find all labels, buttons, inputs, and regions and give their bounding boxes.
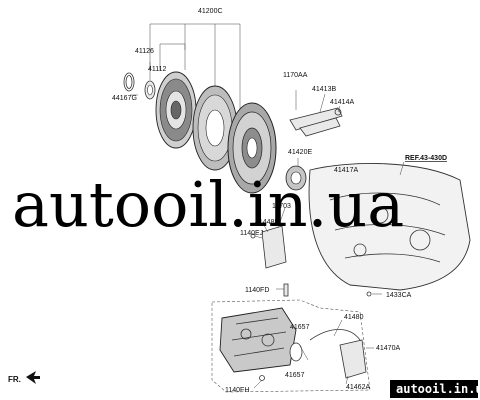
label-fitting: 41462A [346, 384, 370, 391]
bushing-part [144, 80, 156, 100]
front-arrow-icon [26, 371, 40, 384]
label-bolt-fd: 1140FD [245, 287, 269, 294]
label-bolt-top: 1170AA [283, 72, 308, 79]
part-labels: 41200C 41126 41112 44167G 1170AA 41413B … [112, 8, 447, 394]
front-indicator-label: FR. [8, 375, 21, 384]
label-bolt-fh: 1140FH [225, 387, 249, 394]
bolt-ca-part [366, 291, 382, 297]
actuator-outline [211, 299, 371, 393]
watermark-main-text: autooil.in.ua [12, 168, 404, 241]
watermark-overlay: autooil.in.ua [12, 168, 404, 241]
front-indicator: FR. [8, 371, 40, 384]
label-bolt-ca: 1433CA [386, 292, 412, 299]
label-disc-assy: 41126 [135, 48, 154, 55]
label-bracket: 41448B [255, 219, 279, 226]
label-bolt-bracket: 1140EJ [240, 230, 263, 237]
watermark-badge-text: autooil.in.ua [396, 382, 480, 396]
actuator-pipe-part [309, 319, 374, 385]
label-snap-ring: 44167G [112, 95, 137, 102]
watermark-badge: autooil.in.ua [390, 380, 480, 398]
label-ref-transaxle: REF.43-430D [405, 155, 447, 162]
actuator-body-part [219, 307, 309, 373]
clutch-cover-part [227, 102, 277, 194]
label-clutch-kit: 41200C [198, 8, 223, 15]
label-fork: 41413B [312, 86, 336, 93]
bolt-fd-part [276, 283, 289, 297]
bolt-fh-part [253, 375, 265, 389]
label-clip: 41417A [334, 167, 358, 174]
transaxle-housing-part [308, 161, 471, 291]
bracket-part [250, 207, 287, 269]
label-actuator-pipe: 41480 [344, 314, 364, 321]
clutch-disc-part [155, 71, 197, 149]
label-actuator-assy: 41470A [376, 345, 400, 352]
release-bearing-part [285, 158, 307, 191]
snap-ring-part [123, 72, 135, 92]
flywheel-part [192, 85, 238, 171]
label-actuator-gasket-b: 41657 [285, 372, 305, 379]
label-pin: 11703 [272, 203, 291, 210]
watermark-badge-bg [390, 380, 478, 398]
label-release-bearing: 41420E [288, 149, 312, 156]
release-fork-part [289, 90, 343, 137]
label-fork-pivot: 41414A [330, 99, 354, 106]
label-actuator-gasket-a: 41657 [290, 324, 310, 331]
label-disc-part: 41112 [148, 66, 167, 73]
